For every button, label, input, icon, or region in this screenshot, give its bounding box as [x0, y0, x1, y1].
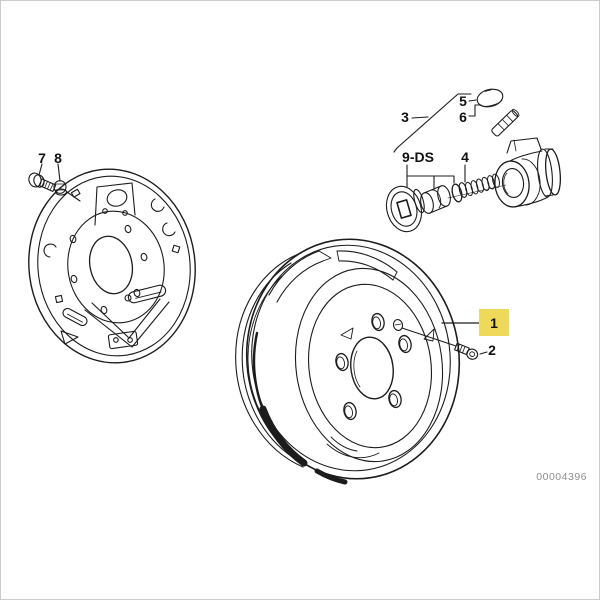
lug-holes [335, 312, 412, 421]
repair-kit [385, 173, 507, 233]
leader-line-9ds [406, 164, 455, 189]
brake-drum [235, 238, 461, 485]
leader-line-2 [401, 327, 488, 355]
callout-2[interactable]: 2 [488, 342, 496, 358]
backing-plate [28, 168, 196, 364]
callout-4[interactable]: 4 [461, 149, 469, 165]
leader-line-6 [468, 104, 482, 117]
set-screw-hole [392, 318, 404, 332]
callout-1-highlighted[interactable]: 1 [479, 309, 509, 336]
bolt [28, 172, 57, 193]
leader-line-3 [393, 93, 472, 153]
set-screw [454, 342, 479, 360]
callout-5[interactable]: 5 [459, 93, 467, 109]
wheel-cylinder [494, 137, 562, 208]
piston-seal [451, 182, 468, 203]
dust-cap [385, 185, 423, 233]
leader-line-8 [57, 163, 81, 202]
callout-3[interactable]: 3 [401, 109, 409, 125]
leader-line-7 [38, 163, 43, 176]
callout-1-label: 1 [490, 314, 498, 331]
callout-9ds[interactable]: 9-DS [402, 149, 434, 165]
bleed-screw [491, 108, 520, 137]
callout-7[interactable]: 7 [38, 150, 46, 166]
spring [464, 173, 501, 197]
piston [420, 185, 451, 214]
drawing-number: 00004396 [536, 471, 587, 483]
callout-8[interactable]: 8 [54, 150, 62, 166]
bleeder-cap [476, 88, 504, 108]
callout-6[interactable]: 6 [459, 109, 467, 125]
leader-line-5 [468, 99, 477, 102]
